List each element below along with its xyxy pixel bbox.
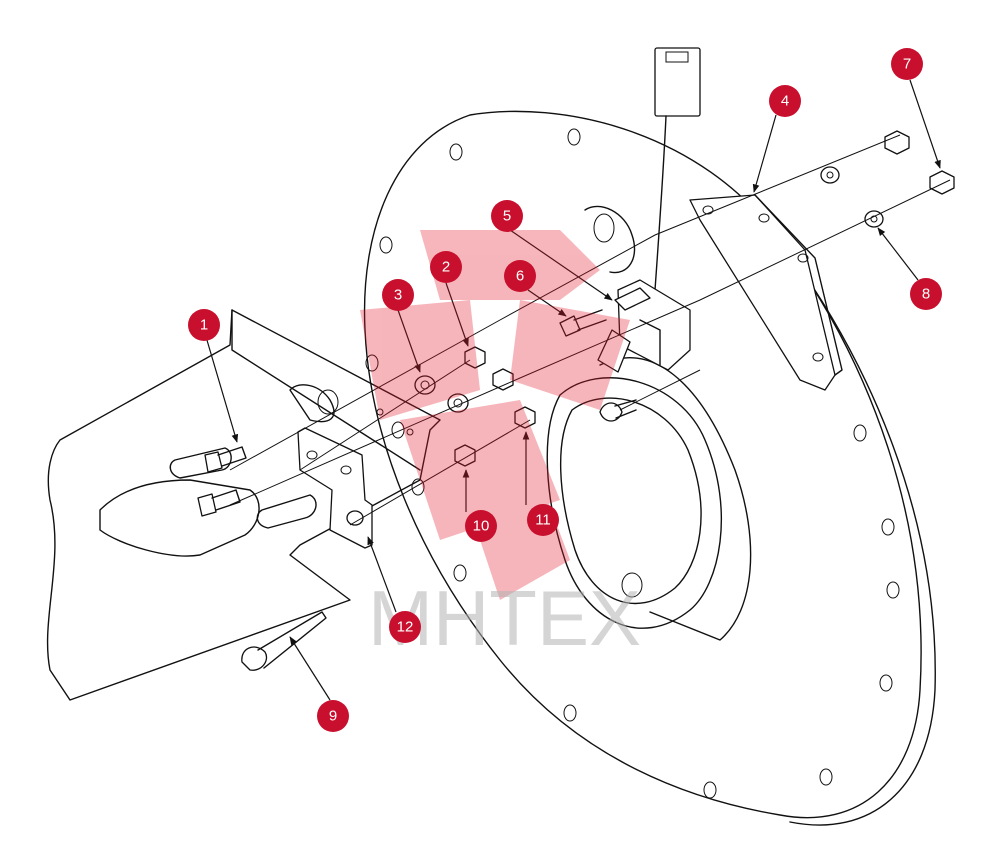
flange-bolt-holes — [365, 128, 900, 799]
callout-label: 11 — [535, 512, 551, 529]
small-l-bracket — [297, 427, 373, 549]
nuts-and-washers — [414, 130, 955, 467]
callout-9: 9 — [317, 700, 349, 732]
callout-4: 4 — [769, 85, 801, 117]
watermark-logo — [360, 230, 630, 600]
callout-label: 2 — [442, 259, 450, 276]
callout-label: 9 — [329, 708, 337, 725]
callout-5: 5 — [491, 200, 523, 232]
callout-3: 3 — [382, 279, 414, 311]
long-screw — [241, 611, 327, 671]
triangular-bracket — [689, 194, 843, 391]
callout-label: 5 — [503, 208, 511, 225]
callout-6: 6 — [504, 260, 536, 292]
callout-label: 7 — [903, 56, 911, 73]
callout-label: 3 — [394, 287, 402, 304]
sensor-assembly — [597, 47, 701, 373]
callout-7: 7 — [891, 48, 923, 80]
callout-1: 1 — [188, 309, 220, 341]
flange-plate — [363, 110, 936, 826]
callout-10: 10 — [465, 510, 497, 542]
callout-label: 6 — [516, 268, 524, 285]
callout-label: 4 — [781, 93, 789, 110]
callout-label: 8 — [922, 286, 930, 303]
callout-2: 2 — [430, 251, 462, 283]
callout-11: 11 — [527, 504, 559, 536]
callout-label: 12 — [397, 619, 414, 636]
callout-12: 12 — [389, 611, 421, 643]
leader-lines — [203, 79, 941, 701]
watermark: MHTEX — [360, 230, 641, 662]
hex-bolts — [197, 446, 247, 517]
assembly-center-lines — [229, 134, 951, 526]
callout-8: 8 — [910, 278, 942, 310]
callout-label: 1 — [200, 317, 208, 334]
callout-label: 10 — [473, 518, 490, 535]
